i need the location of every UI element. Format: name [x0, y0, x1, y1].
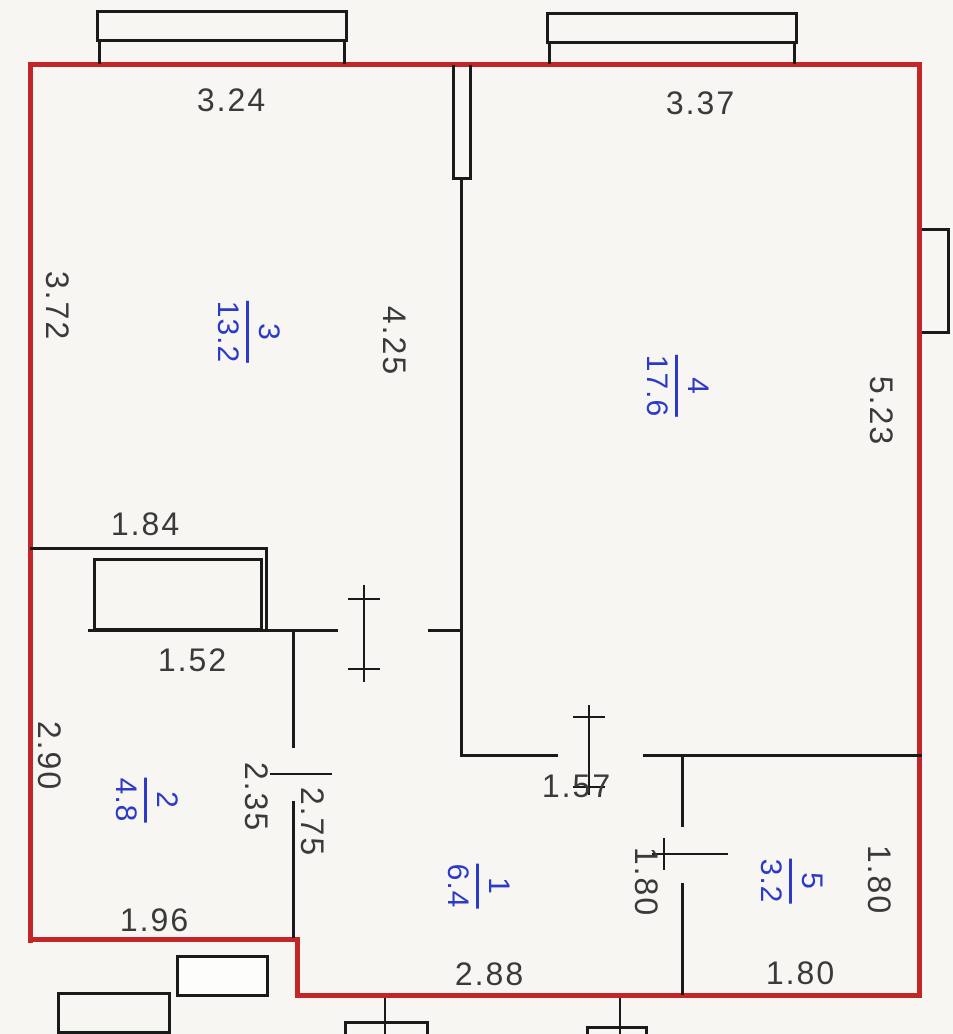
- right-bracket-bottom: [922, 331, 950, 334]
- duct-wall-right: [469, 65, 472, 180]
- wardrobe-box: [93, 558, 263, 631]
- dimension-label: 5.23: [863, 375, 899, 447]
- wall-room5-left-upper: [681, 754, 684, 827]
- dimension-label: 2.35: [238, 761, 274, 833]
- lower-stub-line-a: [384, 998, 386, 1034]
- room-area: 6.4: [441, 863, 475, 909]
- outline-left: [28, 62, 33, 943]
- right-bracket-top: [922, 228, 950, 231]
- dimension-label: 3.24: [196, 82, 268, 118]
- door-mark-room5-line: [652, 853, 728, 855]
- lower-left-box: [57, 992, 171, 1034]
- door-mark-room4-tick-top: [573, 716, 605, 718]
- outline-top: [28, 62, 922, 67]
- wall-closet-top: [30, 547, 268, 550]
- door-mark-room3-line: [363, 585, 365, 682]
- window-frame-right: [546, 12, 798, 44]
- wall-room3-room4-divider: [460, 177, 463, 757]
- dimension-label: 2.90: [31, 720, 67, 792]
- wall-room2-right-lower: [292, 801, 295, 938]
- room-number: 5: [789, 858, 828, 904]
- dimension-label: 1.80: [628, 846, 664, 918]
- room-number: 1: [476, 863, 515, 909]
- lower-stub-bar-b: [586, 1026, 648, 1034]
- door-mark-room4-tick-bottom: [573, 786, 605, 788]
- room-number: 2: [144, 777, 183, 823]
- outline-bottom: [295, 993, 922, 998]
- window-left-jamb-a: [98, 42, 101, 64]
- dimension-label: 1.80: [861, 844, 897, 916]
- wall-room4-bottom-left: [460, 754, 558, 757]
- door-mark-room5-tick: [663, 838, 665, 870]
- dimension-label: 1.84: [110, 506, 182, 542]
- window-right-jamb-b: [793, 44, 796, 64]
- room-area: 13.2: [211, 300, 245, 364]
- door-mark-room3-tick-bottom: [348, 668, 380, 670]
- outline-step: [295, 937, 300, 998]
- dimension-label: 2.75: [294, 786, 330, 858]
- room-label-1: 1 6.4: [441, 863, 515, 909]
- dimension-label: 2.88: [454, 956, 526, 992]
- door-mark-room3-tick-top: [348, 598, 380, 600]
- outline-right: [917, 62, 922, 998]
- dimension-label: 1.96: [119, 902, 191, 938]
- room-label-4: 4 17.6: [640, 354, 714, 418]
- room-number: 4: [675, 354, 714, 418]
- room-area: 4.8: [109, 777, 143, 823]
- wall-room2-right-upper: [292, 629, 295, 748]
- room-label-5: 5 3.2: [754, 858, 828, 904]
- window-right-jamb-a: [548, 44, 551, 64]
- outline-bottom-left: [28, 937, 300, 942]
- wall-hall-top-right: [428, 629, 463, 632]
- dimension-label: 3.37: [665, 85, 737, 121]
- window-frame-left: [96, 10, 348, 42]
- dimension-label: 1.57: [541, 768, 613, 804]
- room-label-3: 3 13.2: [211, 300, 285, 364]
- door-mark-room4-line: [588, 705, 590, 795]
- dimension-label: 1.52: [157, 642, 229, 678]
- wall-room5-left-lower: [681, 883, 684, 995]
- dimension-label: 4.25: [376, 305, 412, 377]
- lower-stub-line-b: [619, 998, 621, 1034]
- lower-stub-bar-a: [344, 1021, 429, 1034]
- vent-box: [176, 955, 269, 997]
- right-bracket-side: [947, 228, 950, 334]
- wall-hall-top-left: [88, 629, 338, 632]
- room-label-2: 2 4.8: [109, 777, 183, 823]
- dimension-label: 3.72: [39, 270, 75, 342]
- wall-room4-bottom-right: [643, 754, 922, 757]
- room-number: 3: [246, 300, 285, 364]
- window-left-jamb-b: [343, 42, 346, 64]
- room-area: 3.2: [754, 858, 788, 904]
- door-mark-room2-line: [270, 773, 332, 775]
- dimension-label: 1.80: [765, 955, 837, 991]
- room-area: 17.6: [640, 354, 674, 418]
- wall-closet-right: [265, 547, 268, 632]
- duct-wall-left: [452, 65, 455, 180]
